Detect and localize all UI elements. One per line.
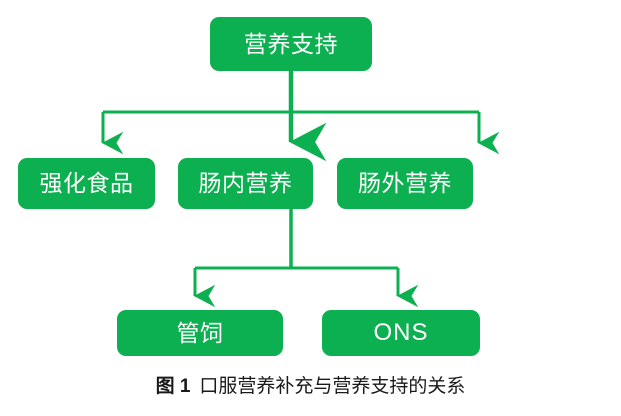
- node-tube-feeding[interactable]: 管饲: [117, 310, 283, 356]
- node-nutrition-support[interactable]: 营养支持: [210, 17, 372, 71]
- node-parenteral-nutrition[interactable]: 肠外营养: [337, 158, 473, 209]
- node-fortified-food[interactable]: 强化食品: [18, 158, 155, 209]
- node-ons[interactable]: ONS: [322, 310, 480, 356]
- figure-caption: 图 1 口服营养补充与营养支持的关系: [0, 374, 621, 400]
- figure-caption-text: 口服营养补充与营养支持的关系: [199, 376, 466, 397]
- node-enteral-nutrition[interactable]: 肠内营养: [178, 158, 313, 209]
- figure-caption-label: 图 1: [155, 376, 191, 397]
